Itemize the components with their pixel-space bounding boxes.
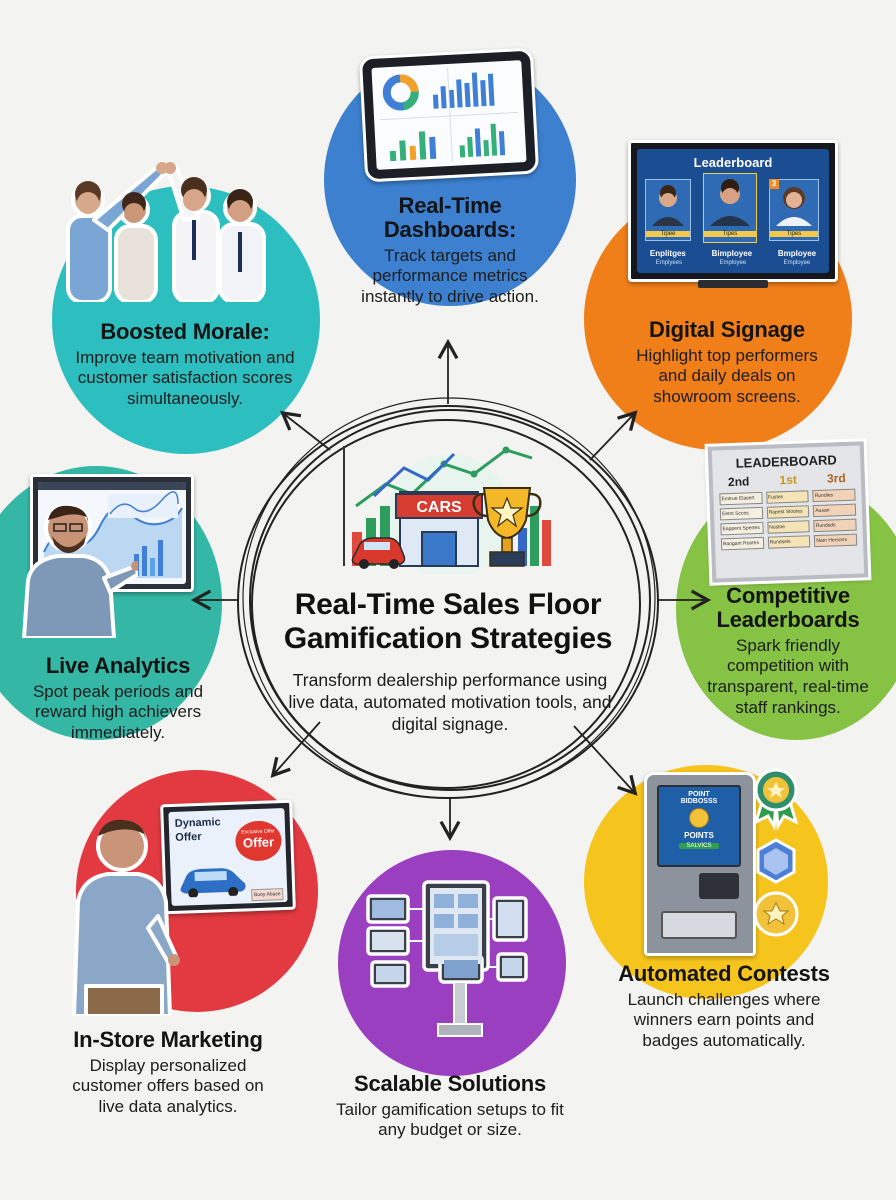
leaderboard-board-title: LEADERBOARD (735, 452, 838, 471)
marketing-card: In-Store Marketing Display personalized … (60, 1028, 276, 1118)
marketing-text: Display personalized customer offers bas… (72, 1055, 264, 1117)
marketing-title: In-Store Marketing (73, 1027, 263, 1052)
analytics-title: Live Analytics (45, 653, 191, 678)
leaderboard-cell: Emtrue Elasert (719, 491, 763, 506)
dashboard-tablet-image (358, 47, 540, 183)
signage-card: Digital Signage Highlight top performers… (622, 318, 832, 408)
signage-name-2: Bimployee (711, 249, 753, 258)
signage-role-1: Emplyees (655, 260, 683, 266)
signage-role-3: Employee (783, 260, 811, 266)
signage-role-2: Employee (719, 260, 747, 266)
badge-icons (753, 768, 799, 937)
leaderboard-cell: Rundsds (813, 518, 857, 533)
main-description: Transform dealership performance using l… (288, 670, 612, 734)
scalable-card: Scalable Solutions Tailor gamification s… (330, 1072, 570, 1141)
contests-text: Launch challenges where winners earn poi… (627, 989, 821, 1051)
signage-name-3: Bmployee (777, 249, 817, 258)
analytics-card: Live Analytics Spot peak periods and rew… (18, 654, 218, 744)
contest-kiosk-image: POINT BIDBOSSS POINTS SALVICS (644, 772, 756, 956)
signage-screen-title: Leaderboard (693, 155, 773, 170)
leaderboard-cell: Nustoe (766, 520, 811, 534)
leaderboard-place-2: 2nd (727, 474, 750, 490)
morale-card: Boosted Morale: Improve team motivation … (70, 320, 300, 410)
coin-icon (689, 808, 709, 828)
signage-tv-image: Leaderboard Tipee Tipes 3 Tipes Enplitge… (628, 140, 838, 282)
morale-text: Improve team motivation and customer sat… (75, 347, 295, 409)
signage-text: Highlight top performers and daily deals… (636, 345, 818, 407)
leaderboard-cell: Eetnt Scces (719, 506, 763, 521)
leaderboard-cell: Eappent Spertes (720, 521, 764, 536)
kiosk-points: POINTS (684, 831, 714, 840)
scalable-title: Scalable Solutions (353, 1071, 546, 1096)
leaderboard-cell: Rapest Slootes (766, 505, 810, 519)
kiosk-top-2: BIDBOSSS (680, 798, 718, 805)
signage-rank-3: 3 (769, 179, 779, 189)
signage-title: Digital Signage (649, 317, 805, 342)
kiosk-slot (661, 911, 737, 939)
dashboards-text: Track targets and performance metrics in… (361, 245, 539, 306)
marketing-person-image (64, 806, 184, 1018)
signage-name-1: Enplitges (649, 249, 686, 258)
leaderboard-cell: Nam Hersons (814, 533, 858, 548)
kiosk-keypad[interactable] (699, 873, 739, 899)
signage-label-2: Tipes (704, 231, 756, 237)
contests-card: Automated Contests Launch challenges whe… (606, 962, 842, 1052)
analyst-person-image (18, 496, 141, 640)
leaderboard-cell: Rundsels (767, 535, 811, 549)
analytics-text: Spot peak periods and reward high achiev… (32, 681, 204, 743)
leaderboard-cell: Bangant Rootes (720, 536, 764, 551)
leaderboard-cell: Ausan (813, 503, 857, 518)
kiosk-top-1: POINT (688, 791, 710, 798)
dealership-trophy-illustration: CARS (343, 446, 551, 574)
svg-text:CARS: CARS (416, 499, 462, 516)
kiosk-button[interactable]: SALVICS (679, 843, 719, 849)
offer-display-image: Dynamic Offer Exclusive Offer Offer Buoy… (160, 799, 296, 915)
contests-title: Automated Contests (618, 961, 830, 986)
signage-label-3: Tipes (770, 231, 818, 237)
kiosk-devices-image (364, 874, 536, 1044)
leaderboard-board-image: LEADERBOARD 2nd 1st 3rd Emtrue Elasert F… (707, 441, 869, 583)
team-high-five-image (64, 160, 268, 304)
leaderboard-cell: Fustes (765, 490, 810, 504)
offer-button[interactable]: Buoy Abase (251, 888, 284, 902)
leaderboard-cell: Rundies (812, 488, 856, 503)
leaderboards-text: Spark friendly competition with transpar… (707, 635, 869, 717)
signage-tv-stand (698, 280, 768, 288)
scalable-text: Tailor gamification setups to fit any bu… (336, 1099, 564, 1140)
morale-title: Boosted Morale: (100, 319, 270, 344)
signage-label-1: Tipee (646, 231, 690, 237)
leaderboard-place-1: 1st (779, 472, 798, 488)
leaderboard-place-3: 3rd (826, 470, 846, 486)
offer-badge: Exclusive Offer Offer (234, 820, 283, 862)
